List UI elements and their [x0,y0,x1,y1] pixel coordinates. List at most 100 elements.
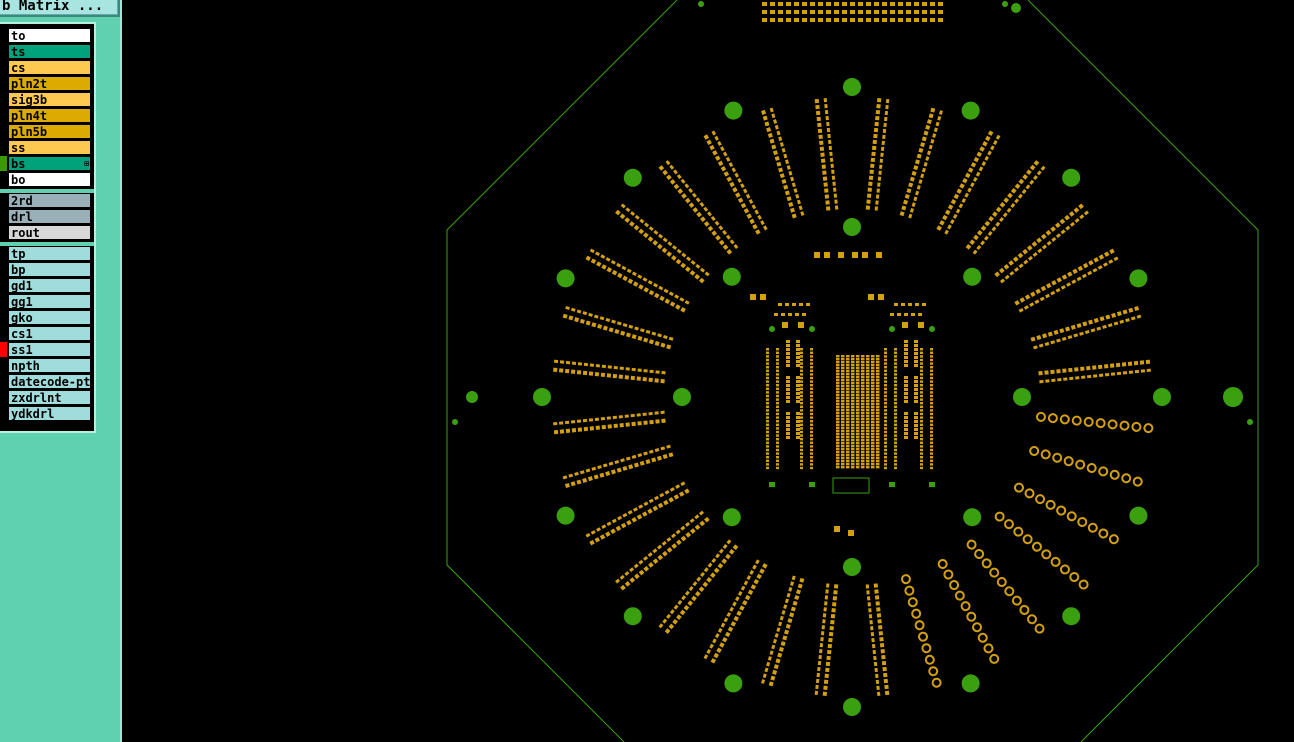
layer-row-ss1[interactable]: ss1 [8,342,91,357]
pin-pad [810,373,813,376]
pin-pad [930,423,933,426]
smd-pad [874,589,879,594]
bga-pad [866,361,870,364]
smd-pad [842,2,847,6]
ring-pad [1098,466,1109,477]
smd-pad [901,205,907,211]
smd-pad [927,150,932,156]
layer-row-pln4t[interactable]: pln4t [8,108,91,123]
layer-row-cs1[interactable]: cs1 [8,326,91,341]
smd-pad [867,602,871,607]
ring-pad [931,677,942,688]
layer-affected-marker[interactable] [0,342,7,357]
smd-pad [1065,326,1071,332]
smd-pad [898,18,903,22]
matrix-button[interactable]: b Matrix ... [0,0,120,17]
smd-pad [783,184,789,190]
layer-row-drl[interactable]: drl [8,209,91,224]
layer-row-bs[interactable]: bs ⊞ [8,156,91,171]
smd-pad [1105,314,1111,320]
smd-pad [1060,285,1066,290]
smd-pad [610,469,616,475]
pin-pad [914,416,918,419]
smd-pad [875,115,880,121]
smd-pad [664,628,671,634]
pin-pad [884,420,887,423]
pin-pad [930,420,933,423]
smd-pad [1093,317,1099,323]
smd-pad [870,157,876,163]
layer-row-ss[interactable]: ss [8,140,91,155]
layer-row-zxdrlnt[interactable]: zxdrlnt [8,390,91,405]
layer-name: bs [11,157,26,171]
smd-pad [795,589,801,595]
smd-pad [767,656,772,661]
pad-ray [562,306,674,350]
smd-pad [620,330,626,336]
bga-pad [866,370,870,373]
smd-pad [649,369,654,374]
layer-row-ts[interactable]: ts [8,44,91,59]
smd-pad [636,514,643,520]
smd-pad [606,521,612,527]
layer-row-gg1[interactable]: gg1 [8,294,91,309]
layer-row-to[interactable]: to [8,28,91,43]
bga-pad [836,379,840,382]
pin-pad [904,356,908,359]
layer-row-sig3b[interactable]: sig3b [8,92,91,107]
pin-pad [914,428,918,431]
tooling-hole [1153,388,1171,406]
smd-pad [717,627,723,633]
expand-icon[interactable]: ⊞ [84,159,89,168]
smd-pad [662,550,668,557]
layer-row-pln5b[interactable]: pln5b [8,124,91,139]
smd-pad [645,459,651,465]
bga-pad [861,451,865,454]
layer-row-datecode-ptc[interactable]: datecode-ptc [8,374,91,389]
bga-pad [846,424,850,427]
pin-pad [766,412,769,416]
smd-pad [901,303,905,306]
smd-pad [733,615,739,622]
layer-row-cs[interactable]: cs [8,60,91,75]
smd-pad [688,202,695,209]
layer-row-bo[interactable]: bo [8,172,91,187]
layer-row-npth[interactable]: npth [8,358,91,373]
bga-pad [846,376,850,379]
bga-pad [841,460,845,463]
layer-row-gd1[interactable]: gd1 [8,278,91,293]
pad-ray [865,98,890,211]
layer-row-ydkdrl[interactable]: ydkdrl [8,406,91,421]
layer-affected-marker[interactable] [0,156,7,171]
layer-name: rout [11,226,40,240]
smd-pad [815,684,819,690]
smd-pad [605,471,611,477]
layer-row-2rd[interactable]: 2rd [8,193,91,208]
smd-pad [794,10,799,14]
smd-pad [952,213,958,219]
layer-row-gko[interactable]: gko [8,310,91,325]
pin-pad [930,348,933,351]
smd-pad [820,637,824,642]
smd-pad [766,127,772,133]
bga-pad [856,361,860,364]
layer-row-tp[interactable]: tp [8,246,91,261]
layer-row-pln2t[interactable]: pln2t [8,76,91,91]
smd-pad [778,10,783,14]
bga-pad [851,421,855,424]
pin-pad [884,409,887,412]
smd-pad [681,595,687,601]
smd-pad [1029,164,1036,171]
smd-pad [830,619,835,625]
layer-row-rout[interactable]: rout [8,225,91,240]
smd-pad [684,197,691,204]
smd-pad [779,615,784,621]
smd-pad [661,247,668,254]
smd-pad [778,621,783,627]
smd-pad [564,482,570,488]
graphics-canvas[interactable] [124,0,1294,742]
bga-pad [851,463,855,466]
smd-pad [787,618,793,624]
ring-pad [1108,534,1119,545]
layer-row-bp[interactable]: bp [8,262,91,277]
